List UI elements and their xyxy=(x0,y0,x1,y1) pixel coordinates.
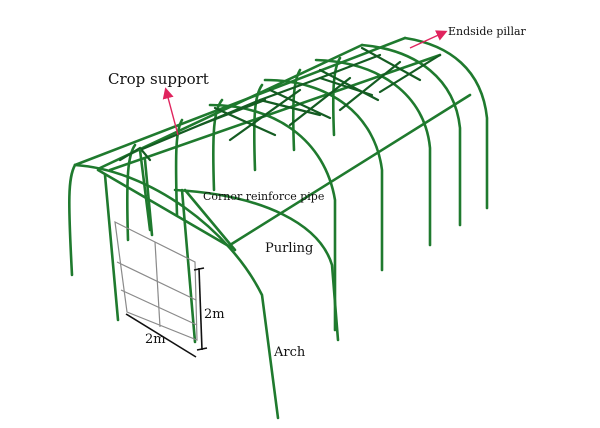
side-purlin-right xyxy=(228,93,472,247)
arch-1 xyxy=(173,188,340,342)
door-frame xyxy=(114,220,198,341)
label-endside-pillar: Endside pillar xyxy=(448,25,527,38)
label-door-height: 2m xyxy=(204,307,225,322)
label-crop-support: Crop support xyxy=(108,70,209,88)
pointer-crop-support xyxy=(162,87,179,136)
arch-front xyxy=(73,163,280,420)
label-purling: Purling xyxy=(265,241,313,256)
label-corner-reinforce-pipe: Cornor reinforce pipe xyxy=(203,190,324,203)
arch-2 xyxy=(208,103,337,332)
pointer-endside-pillar xyxy=(409,30,448,49)
corner-reinforce-pipes xyxy=(96,148,237,252)
dimension-height xyxy=(193,267,208,351)
arch-6 xyxy=(403,36,489,210)
endside-pillars xyxy=(103,158,197,344)
arch-5 xyxy=(360,43,462,227)
label-door-width: 2m xyxy=(145,332,166,347)
dimension-width xyxy=(125,313,197,358)
crop-support-bracing xyxy=(118,46,442,162)
label-arch: Arch xyxy=(273,345,306,360)
